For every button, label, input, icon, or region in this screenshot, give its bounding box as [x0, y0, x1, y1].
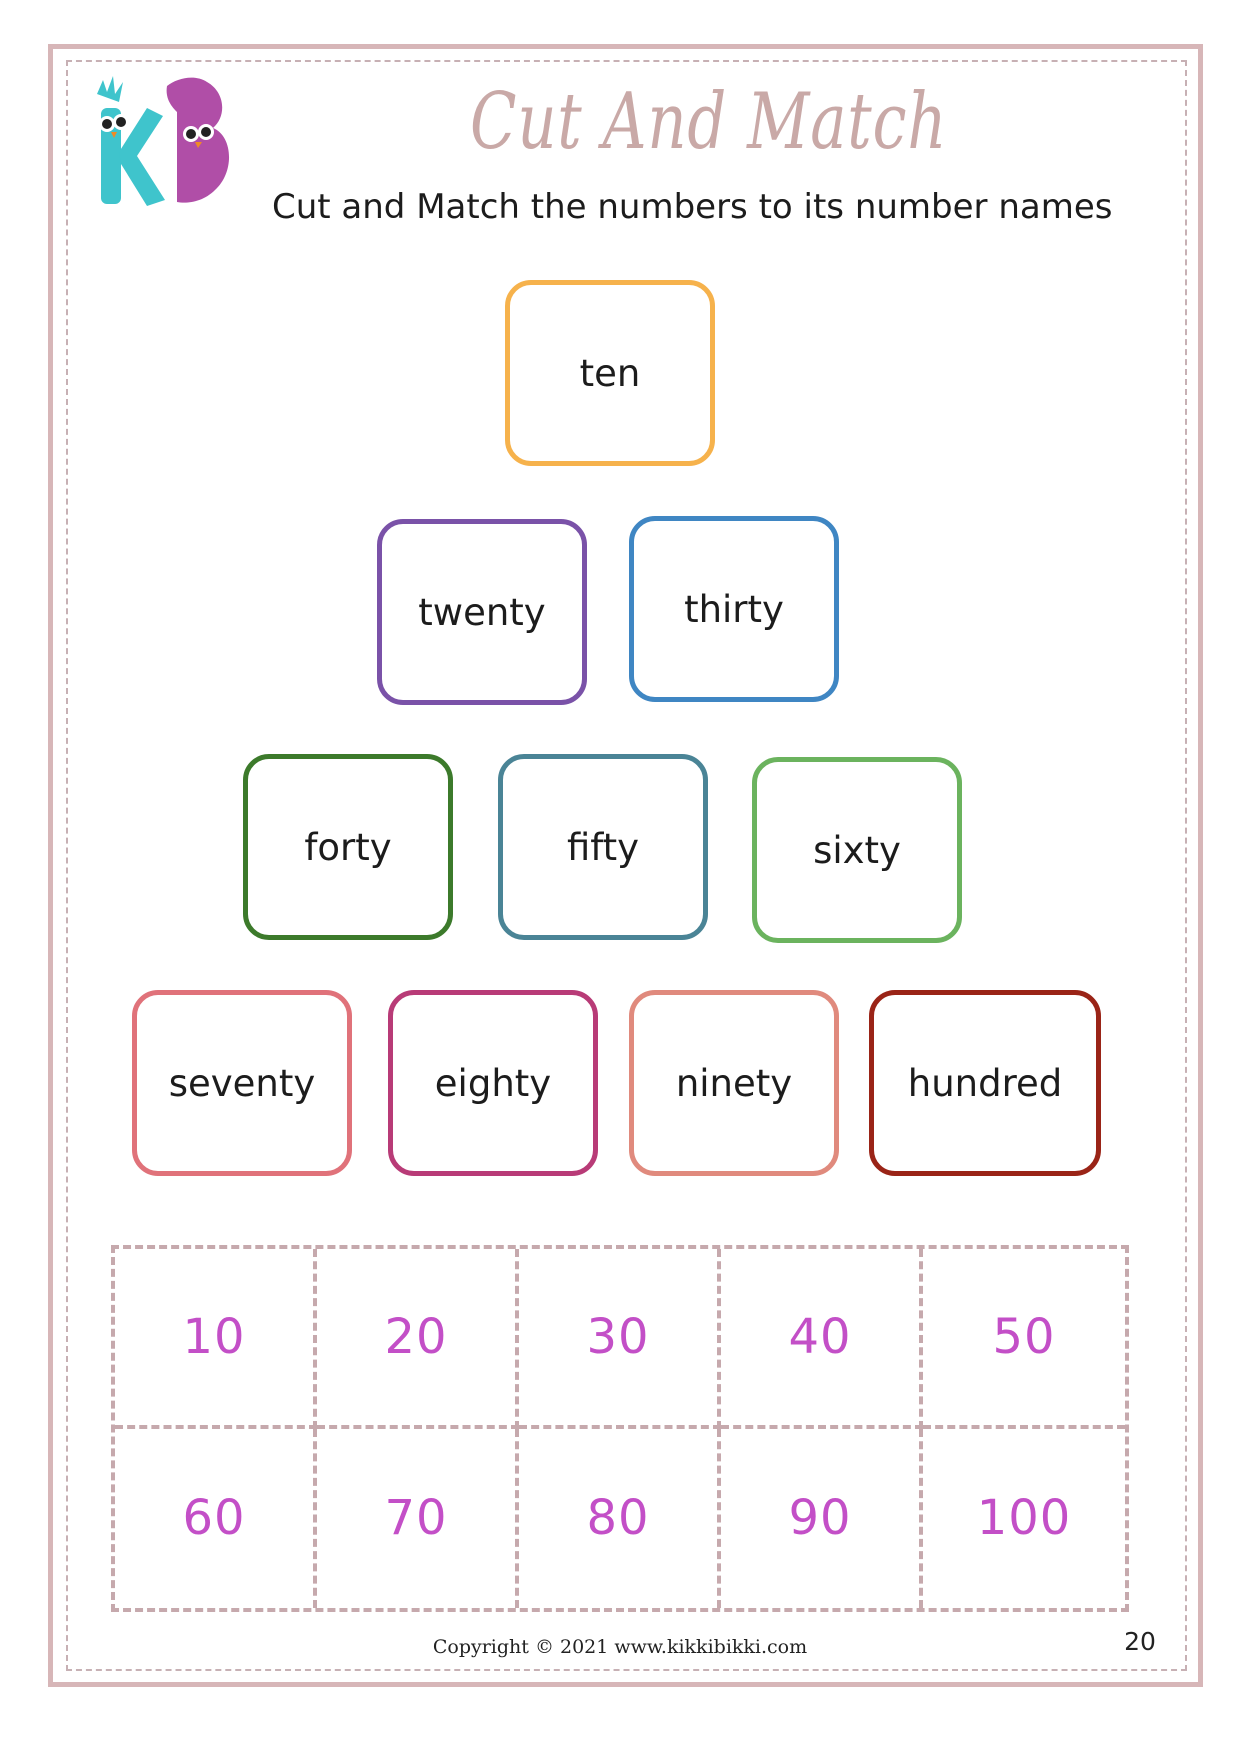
word-card-fifty[interactable]: fifty — [498, 754, 708, 940]
page-inner-dashed-border — [66, 60, 1187, 1671]
word-card-ninety[interactable]: ninety — [629, 990, 839, 1176]
word-card-seventy[interactable]: seventy — [132, 990, 352, 1176]
word-card-forty[interactable]: forty — [243, 754, 453, 940]
number-cell-90[interactable]: 90 — [721, 1428, 923, 1608]
logo-k-character — [97, 76, 165, 206]
logo-b-character — [166, 77, 230, 203]
page-border — [48, 44, 1203, 1687]
page-number: 20 — [1124, 1627, 1156, 1656]
word-card-hundred[interactable]: hundred — [869, 990, 1101, 1176]
kb-logo — [85, 72, 245, 212]
word-card-sixty[interactable]: sixty — [752, 757, 962, 943]
number-cell-40[interactable]: 40 — [721, 1249, 923, 1429]
worksheet-instruction: Cut and Match the numbers to its number … — [272, 187, 1113, 227]
number-cell-80[interactable]: 80 — [519, 1428, 721, 1608]
number-cell-60[interactable]: 60 — [115, 1428, 317, 1608]
number-cell-10[interactable]: 10 — [115, 1249, 317, 1429]
copyright-text: Copyright © 2021 www.kikkibikki.com — [432, 1636, 808, 1658]
number-cell-20[interactable]: 20 — [317, 1249, 519, 1429]
word-card-thirty[interactable]: thirty — [629, 516, 839, 702]
number-cell-30[interactable]: 30 — [519, 1249, 721, 1429]
number-cell-50[interactable]: 50 — [923, 1249, 1125, 1429]
word-card-twenty[interactable]: twenty — [377, 519, 587, 705]
worksheet-title: Cut And Match — [470, 77, 948, 167]
word-card-ten[interactable]: ten — [505, 280, 715, 466]
number-cell-100[interactable]: 100 — [976, 1490, 1072, 1547]
number-cut-grid: 10 20 30 40 50 60 70 80 90 100 — [111, 1245, 1129, 1612]
word-card-eighty[interactable]: eighty — [388, 990, 598, 1176]
number-cell-70[interactable]: 70 — [317, 1428, 519, 1608]
